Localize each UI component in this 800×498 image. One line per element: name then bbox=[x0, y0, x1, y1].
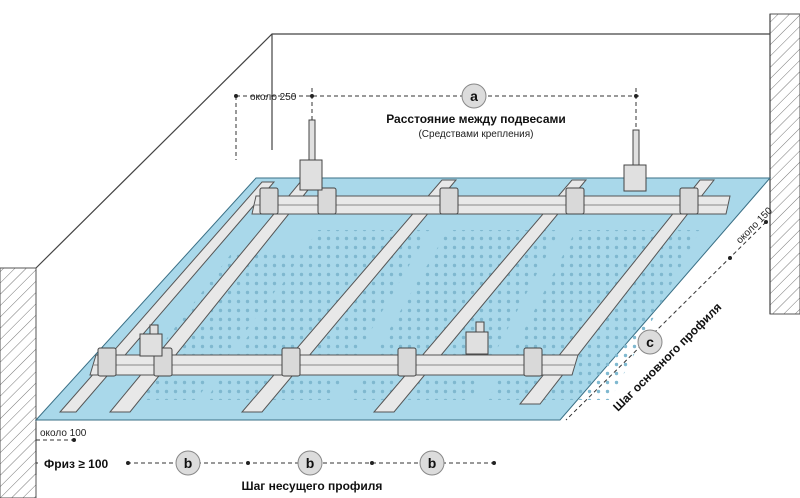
label-about-250: около 250 bbox=[250, 92, 297, 103]
dot-c-mid bbox=[728, 256, 732, 260]
hanger-clip-front-right bbox=[465, 331, 489, 355]
marker-b-1-circle bbox=[175, 450, 201, 476]
dimension-top: около 250 a Расстояние между подвесами (… bbox=[234, 83, 640, 160]
marker-c-circle bbox=[637, 329, 663, 355]
frieze-bg bbox=[38, 453, 124, 473]
room-walls bbox=[0, 13, 800, 498]
connector-front-1 bbox=[97, 347, 117, 377]
dot-right bbox=[634, 94, 638, 98]
marker-b-3-text: b bbox=[428, 455, 437, 471]
right-wall-hatch bbox=[769, 13, 800, 315]
dot-b-3 bbox=[370, 461, 374, 465]
marker-a-circle bbox=[461, 83, 487, 109]
dot-b-4 bbox=[492, 461, 496, 465]
hanger-clip-front-left bbox=[139, 333, 163, 357]
left-wall-hatch bbox=[0, 267, 37, 498]
connector-front-4 bbox=[397, 347, 417, 377]
dot-mid bbox=[310, 94, 314, 98]
carrier-profile-4 bbox=[518, 179, 716, 405]
connector-front-3 bbox=[281, 347, 301, 377]
connector-back-5 bbox=[679, 187, 699, 215]
dot-left bbox=[234, 94, 238, 98]
profile-connectors bbox=[97, 187, 699, 377]
dimension-c-line bbox=[565, 221, 767, 421]
marker-c-text: c bbox=[646, 334, 654, 350]
main-profiles bbox=[89, 195, 731, 376]
connector-front-5 bbox=[523, 347, 543, 377]
label-frieze: Фриз ≥ 100 bbox=[44, 457, 109, 471]
dimension-bottom: около 100 Фриз ≥ 100 b b b Шаг несущего … bbox=[35, 422, 496, 493]
label-fastening-means: (Средствами крепления) bbox=[418, 129, 533, 140]
label-carrier-profile-step: Шаг несущего профиля bbox=[242, 479, 383, 493]
dot-100 bbox=[72, 438, 76, 442]
marker-b-1-text: b bbox=[184, 455, 193, 471]
hangers bbox=[139, 119, 647, 357]
dot-c-top bbox=[764, 220, 768, 224]
hanger-clip-back-left bbox=[299, 159, 323, 191]
label-hanger-distance: Расстояние между подвесами bbox=[386, 112, 566, 126]
label-about-100: около 100 bbox=[40, 428, 87, 439]
connector-back-3 bbox=[439, 187, 459, 215]
marker-b-3-circle bbox=[419, 450, 445, 476]
marker-b-2-circle bbox=[297, 450, 323, 476]
connector-back-1 bbox=[259, 187, 279, 215]
connector-back-4 bbox=[565, 187, 585, 215]
dot-b-1 bbox=[126, 461, 130, 465]
marker-b-2-text: b bbox=[306, 455, 315, 471]
marker-a-text: a bbox=[470, 88, 478, 104]
hanger-clip-back-right bbox=[623, 164, 647, 192]
connector-back-2 bbox=[317, 187, 337, 215]
carrier-profile-3 bbox=[372, 179, 588, 413]
dot-b-2 bbox=[246, 461, 250, 465]
